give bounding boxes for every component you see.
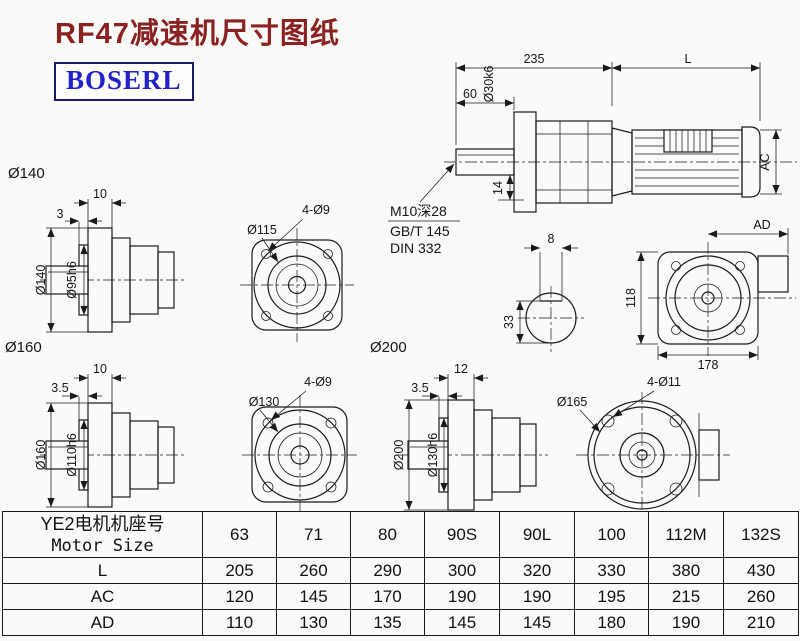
dim-200-35: 3.5 bbox=[411, 381, 428, 395]
table-cell: 210 bbox=[723, 609, 799, 636]
dim-L: L bbox=[685, 52, 692, 66]
table-cell: 190 bbox=[499, 583, 575, 610]
motor-size-label-en: Motor Size bbox=[51, 535, 154, 556]
motor-size-table: YE2电机机座号 Motor Size 63 71 80 90S 90L 100… bbox=[2, 511, 799, 636]
flange-160-label: Ø160 bbox=[5, 339, 42, 356]
dim-118: 118 bbox=[624, 288, 638, 308]
flange-200-side-view: Ø200 12 3.5 Ø200 Ø130h6 bbox=[370, 339, 548, 511]
dim-160-35: 3.5 bbox=[51, 381, 68, 395]
table-cell: 430 bbox=[723, 557, 799, 584]
main-assembly-view: 235 L 60 Ø30k6 14 AC M10深28 GB/T 145 DIN… bbox=[388, 52, 797, 256]
dim-160-od: Ø160 bbox=[34, 440, 48, 471]
table-cell: 190 bbox=[648, 609, 724, 636]
dim-130-dia: Ø130 bbox=[249, 395, 280, 409]
boserl-logo: BOSERL bbox=[54, 62, 194, 101]
motor-size-label-cn: YE2电机机座号 bbox=[40, 514, 165, 535]
dim-shaft-dia: Ø30k6 bbox=[482, 66, 496, 103]
motor-size-100: 100 bbox=[574, 511, 649, 558]
motor-size-90S: 90S bbox=[424, 511, 500, 558]
row-label-AD: AD bbox=[2, 609, 203, 636]
dim-AC: AC bbox=[758, 153, 772, 170]
dim-200-12: 12 bbox=[454, 362, 468, 376]
dim-130-holes: 4-Ø9 bbox=[304, 375, 332, 389]
table-cell: 130 bbox=[276, 609, 351, 636]
dim-178: 178 bbox=[698, 358, 719, 372]
dim-AD: AD bbox=[753, 218, 770, 232]
motor-size-header-cell: YE2电机机座号 Motor Size bbox=[2, 511, 203, 558]
dim-140-3: 3 bbox=[57, 207, 64, 221]
dim-140-od: Ø140 bbox=[34, 265, 48, 296]
table-cell: 260 bbox=[276, 557, 351, 584]
dim-160-spigot: Ø110h6 bbox=[65, 433, 79, 477]
table-cell: 195 bbox=[574, 583, 649, 610]
dim-14: 14 bbox=[491, 181, 505, 195]
thread-note-line2: GB/T 145 bbox=[390, 223, 450, 239]
table-cell: 170 bbox=[350, 583, 425, 610]
table-row-AD: AD 110 130 135 145 145 180 190 210 bbox=[2, 609, 799, 636]
dim-235: 235 bbox=[524, 52, 545, 66]
shaft-keyway-section: 8 33 bbox=[502, 232, 584, 352]
thread-note-line3: DIN 332 bbox=[390, 240, 442, 256]
table-cell: 135 bbox=[350, 609, 425, 636]
dim-200-spigot: Ø130h6 bbox=[426, 433, 440, 478]
dim-60: 60 bbox=[463, 87, 477, 101]
dim-keyway-8: 8 bbox=[548, 232, 555, 246]
flange-200-label: Ø200 bbox=[370, 339, 407, 356]
motor-rear-view: AD 118 178 bbox=[624, 218, 796, 372]
dim-115-dia: Ø115 bbox=[247, 223, 277, 237]
flange-140-side-view: Ø140 10 3 Ø140 Ø95h6 bbox=[8, 165, 186, 333]
dim-160-10: 10 bbox=[93, 362, 107, 376]
dim-33: 33 bbox=[502, 315, 516, 329]
table-cell: 330 bbox=[574, 557, 649, 584]
motor-size-112M: 112M bbox=[648, 511, 724, 558]
row-label-AC: AC bbox=[2, 583, 203, 610]
page-title: RF47减速机尺寸图纸 bbox=[55, 18, 340, 50]
table-row-L: L 205 260 290 300 320 330 380 430 bbox=[2, 557, 799, 584]
boserl-logo-text: BOSERL bbox=[66, 65, 182, 95]
flange-130-front-view: 4-Ø9 Ø130 bbox=[242, 375, 357, 511]
dim-200-od: Ø200 bbox=[392, 440, 406, 471]
flange-160-side-view: Ø160 10 3.5 Ø160 Ø110h6 bbox=[5, 339, 186, 508]
table-cell: 120 bbox=[202, 583, 277, 610]
table-header-row: YE2电机机座号 Motor Size 63 71 80 90S 90L 100… bbox=[2, 511, 799, 558]
flange-165-front-view: 4-Ø11 Ø165 bbox=[557, 375, 730, 510]
motor-size-63: 63 bbox=[202, 511, 277, 558]
dim-165-dia: Ø165 bbox=[557, 395, 588, 409]
dim-140-10: 10 bbox=[93, 187, 107, 201]
table-cell: 290 bbox=[350, 557, 425, 584]
row-label-L: L bbox=[2, 557, 203, 584]
table-cell: 180 bbox=[574, 609, 649, 636]
table-cell: 215 bbox=[648, 583, 724, 610]
table-cell: 145 bbox=[499, 609, 575, 636]
thread-note-line1: M10深28 bbox=[390, 203, 447, 219]
table-row-AC: AC 120 145 170 190 190 195 215 260 bbox=[2, 583, 799, 610]
table-cell: 320 bbox=[499, 557, 575, 584]
dim-140-spigot: Ø95h6 bbox=[65, 261, 79, 299]
table-cell: 145 bbox=[424, 609, 500, 636]
motor-size-80: 80 bbox=[350, 511, 425, 558]
table-cell: 190 bbox=[424, 583, 500, 610]
table-cell: 380 bbox=[648, 557, 724, 584]
table-cell: 260 bbox=[723, 583, 799, 610]
table-cell: 145 bbox=[276, 583, 351, 610]
dimension-drawing-canvas: 235 L 60 Ø30k6 14 AC M10深28 GB/T 145 DIN… bbox=[5, 52, 797, 511]
dim-165-holes: 4-Ø11 bbox=[647, 375, 681, 389]
motor-size-71: 71 bbox=[276, 511, 351, 558]
motor-size-90L: 90L bbox=[499, 511, 575, 558]
table-cell: 110 bbox=[202, 609, 277, 636]
motor-size-132S: 132S bbox=[723, 511, 799, 558]
table-cell: 300 bbox=[424, 557, 500, 584]
dim-115-holes: 4-Ø9 bbox=[302, 203, 330, 217]
flange-115-front-view: 4-Ø9 Ø115 bbox=[240, 203, 354, 342]
flange-140-label: Ø140 bbox=[8, 165, 45, 182]
table-cell: 205 bbox=[202, 557, 277, 584]
